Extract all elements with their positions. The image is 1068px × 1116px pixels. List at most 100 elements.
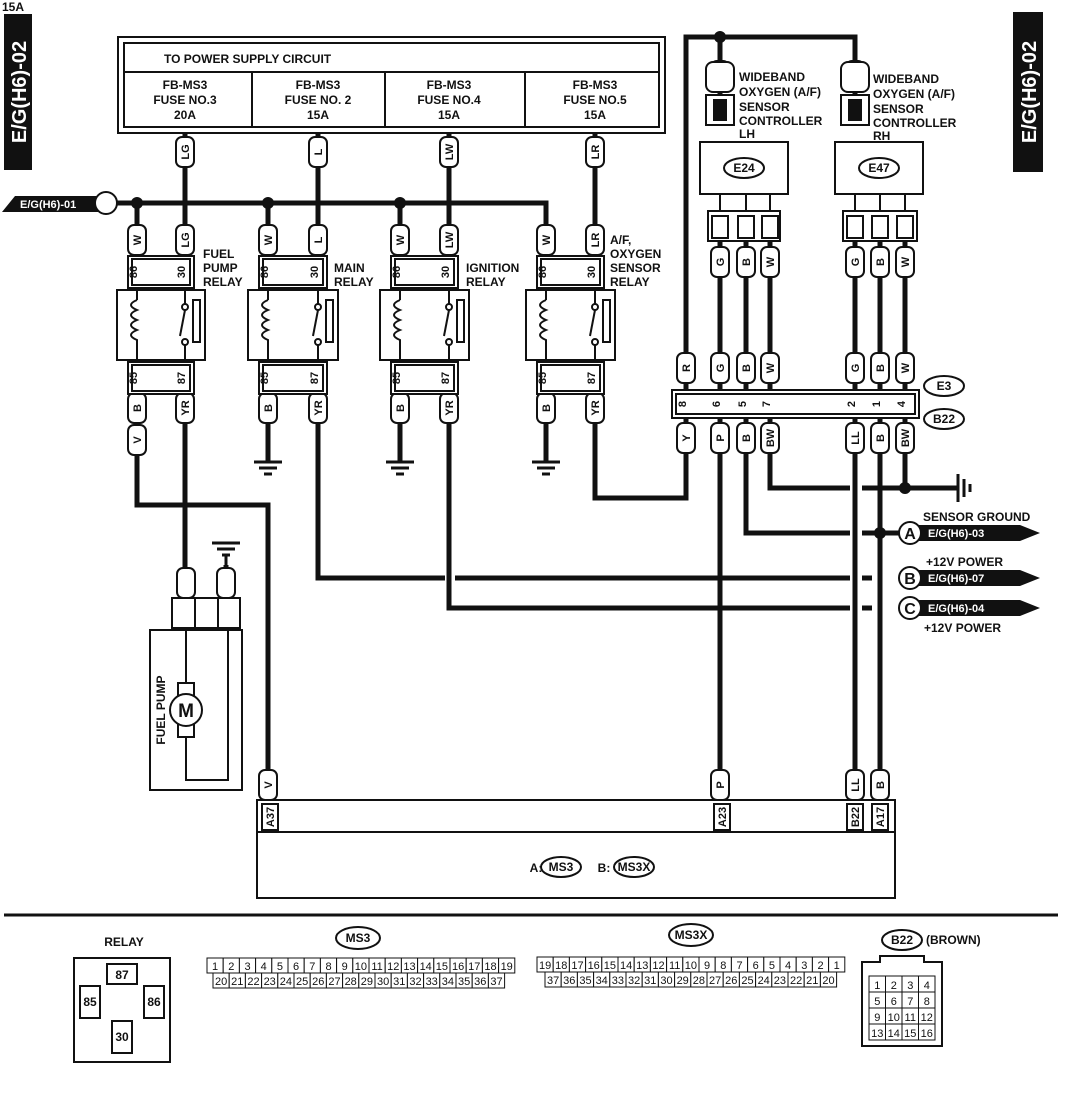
ms3-legend-title: MS3 xyxy=(346,931,371,945)
svg-text:32: 32 xyxy=(628,975,640,987)
controller-rh-wire-tag: G xyxy=(845,246,865,278)
ground-symbols xyxy=(212,460,972,565)
svg-text:14: 14 xyxy=(420,961,432,973)
ms3-pin-cell: 35 xyxy=(455,972,473,989)
svg-text:5: 5 xyxy=(277,961,283,973)
svg-text:WIDEBAND: WIDEBAND xyxy=(873,72,939,86)
junction-bottom-wire-tag: BW xyxy=(895,422,915,454)
junction-top-code: E3 xyxy=(937,379,952,393)
connector-eg-h6-01: E/G(H6)-01 xyxy=(2,191,118,215)
b22-pin-cell: 10 xyxy=(885,1007,903,1025)
junction-top-wire-tag: W xyxy=(895,352,915,384)
svg-text:30: 30 xyxy=(660,975,672,987)
svg-text:B: B xyxy=(875,258,887,266)
right-connectors: SENSOR GROUND A E/G(H6)-03 +12V POWER B … xyxy=(898,510,1040,635)
svg-text:28: 28 xyxy=(693,975,705,987)
svg-text:10: 10 xyxy=(888,1012,900,1024)
svg-text:16: 16 xyxy=(588,960,600,972)
b22-pin-cell: 5 xyxy=(868,991,886,1009)
ms3-pin-cell: 22 xyxy=(244,972,263,989)
svg-text:13: 13 xyxy=(636,960,648,972)
svg-text:FUSE NO.5: FUSE NO.5 xyxy=(563,93,627,107)
relay-legend: RELAY 87 85 86 30 xyxy=(73,935,171,1063)
ms3-pin-cell: 16 xyxy=(449,957,467,974)
svg-text:E/G(H6)-03: E/G(H6)-03 xyxy=(928,528,984,540)
svg-text:10: 10 xyxy=(355,961,367,973)
svg-text:2: 2 xyxy=(228,961,234,973)
svg-text:A:: A: xyxy=(530,861,543,875)
fuse-wire-tag: LG xyxy=(175,136,195,168)
svg-text:15A: 15A xyxy=(584,108,606,122)
relay-fuse-wire-tag: LR xyxy=(585,224,605,256)
ms3-pin-cell: 14 xyxy=(417,957,435,974)
svg-text:15A: 15A xyxy=(307,108,329,122)
ms3-pin-cell: 26 xyxy=(309,972,327,989)
svg-text:31: 31 xyxy=(644,975,656,987)
ms3-pin-cell: 18 xyxy=(481,957,500,974)
svg-text:LR: LR xyxy=(590,145,602,160)
ms3x-pin-cell: 36 xyxy=(560,971,578,988)
svg-text:35: 35 xyxy=(458,976,470,988)
relay-in-wire-tag: W xyxy=(536,224,556,256)
svg-text:RELAY: RELAY xyxy=(203,275,243,289)
svg-text:17: 17 xyxy=(468,961,480,973)
relay-label-fuel-pump: FUEL xyxy=(203,247,234,261)
b22-pin-cell: 16 xyxy=(918,1023,936,1041)
svg-text:CONTROLLER: CONTROLLER xyxy=(873,116,957,130)
fuse-wire-tag: LR xyxy=(585,136,605,168)
ms3x-pin-cell: 10 xyxy=(682,956,700,973)
svg-text:18: 18 xyxy=(555,960,567,972)
svg-text:11: 11 xyxy=(371,961,382,973)
svg-text:87: 87 xyxy=(115,968,129,982)
connector-b: B E/G(H6)-07 xyxy=(898,566,1040,590)
svg-text:6: 6 xyxy=(753,960,759,972)
junction-pin: 6 xyxy=(711,401,723,407)
ecm-legend-ms3: MS3 xyxy=(549,860,574,874)
svg-text:YR: YR xyxy=(444,400,456,415)
relay-out-wire-tag: B xyxy=(127,392,147,424)
junction-bottom-wire-tag: Y xyxy=(676,422,696,454)
splice-points xyxy=(131,31,911,539)
ecm-wire-tag: V xyxy=(258,769,278,801)
svg-text:V: V xyxy=(263,781,275,789)
svg-text:6: 6 xyxy=(293,961,299,973)
ms3-pin-cell: 37 xyxy=(487,972,506,989)
svg-text:1: 1 xyxy=(874,980,880,992)
svg-text:Y: Y xyxy=(681,434,693,442)
relay-pin-30: 30 xyxy=(309,266,321,278)
svg-text:24: 24 xyxy=(758,975,770,987)
svg-text:22: 22 xyxy=(790,975,802,987)
ms3-pin-cell: 12 xyxy=(384,957,402,974)
svg-text:E/G(H6)-02: E/G(H6)-02 xyxy=(1019,41,1041,143)
fuel-pump-wire-tag: V xyxy=(127,424,147,456)
ms3-pin-cell: 28 xyxy=(342,972,360,989)
relay-out-wire-tag: YR xyxy=(439,392,459,424)
junction-pin: 1 xyxy=(871,401,883,407)
controller-rh-code: E47 xyxy=(868,161,890,175)
relay-in-wire-tag: W xyxy=(390,224,410,256)
svg-text:2: 2 xyxy=(817,960,823,972)
wire-tags: LGLLWLRWLGBYRWLBYRWLWBYRWLRBYRVRRGBWGBWR… xyxy=(127,60,915,801)
svg-text:11: 11 xyxy=(905,1012,916,1024)
ms3-pin-cell: 21 xyxy=(228,972,246,989)
ms3-pin-cell: 3 xyxy=(238,957,257,974)
svg-text:LH: LH xyxy=(739,127,755,141)
svg-text:P: P xyxy=(715,434,727,441)
ecm-wire-tag: LL xyxy=(845,769,865,801)
junction-bottom-wire-tag: BW xyxy=(760,422,780,454)
svg-text:9: 9 xyxy=(342,961,348,973)
svg-text:BW: BW xyxy=(765,428,777,447)
ms3x-pin-cell: 28 xyxy=(690,971,708,988)
svg-text:B: B xyxy=(875,364,887,372)
ms3x-pin-cell: 37 xyxy=(544,971,562,988)
ms3x-pin-cell: 11 xyxy=(666,956,684,973)
relay-pin-87: 87 xyxy=(440,372,452,384)
svg-text:FB-MS3: FB-MS3 xyxy=(427,78,472,92)
junction-bottom-wire-tag: B xyxy=(736,422,756,454)
svg-text:16: 16 xyxy=(452,961,464,973)
svg-text:14: 14 xyxy=(620,960,632,972)
sensor-ground-caption: SENSOR GROUND xyxy=(923,510,1031,524)
